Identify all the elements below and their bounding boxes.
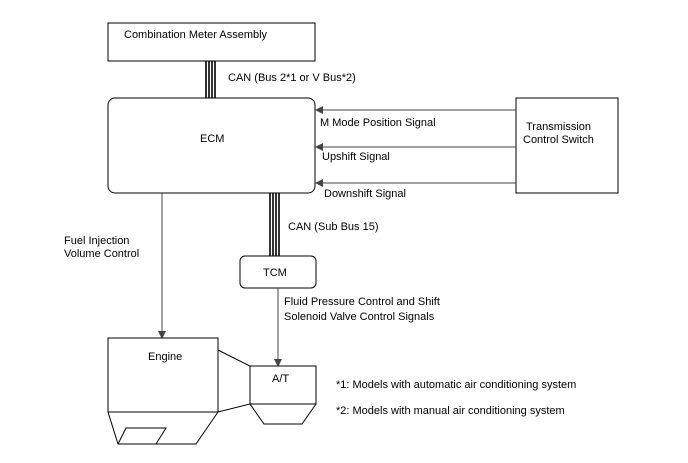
- downshift-signal-label: Downshift Signal: [324, 188, 406, 200]
- footnote-1: *1: Models with automatic air conditioni…: [336, 379, 576, 391]
- can-sub-bus-label: CAN (Sub Bus 15): [288, 221, 378, 233]
- tcm-label: TCM: [263, 267, 287, 279]
- ecm-label: ECM: [200, 133, 224, 145]
- upshift-signal-label: Upshift Signal: [322, 151, 390, 163]
- m-mode-signal-label: M Mode Position Signal: [320, 117, 436, 129]
- can-main-bus-label: CAN (Bus 2*1 or V Bus*2): [228, 72, 356, 84]
- fluid-pressure-label-line1: Fluid Pressure Control and Shift: [284, 296, 440, 308]
- ecm-block: ECM: [107, 97, 316, 194]
- combination-meter-label: Combination Meter Assembly: [124, 29, 268, 41]
- can-main-bus: [205, 61, 216, 98]
- tcm-block: TCM: [239, 255, 317, 289]
- transmission-switch-label-line1: Transmission: [526, 121, 591, 133]
- fuel-injection-label-line2: Volume Control: [64, 248, 139, 260]
- engine-block: Engine: [107, 337, 219, 445]
- footnote-2: *2: Models with manual air conditioning …: [336, 405, 565, 417]
- at-block: A/T: [249, 365, 317, 425]
- can-sub-bus: [269, 193, 280, 256]
- transmission-control-switch-block: Transmission Control Switch: [515, 97, 619, 194]
- at-label: A/T: [272, 373, 289, 385]
- fuel-injection-label-line1: Fuel Injection: [64, 235, 129, 247]
- bell-housing-shape: [217, 349, 251, 413]
- fluid-pressure-label-line2: Solenoid Valve Control Signals: [284, 311, 435, 323]
- transmission-switch-label-line2: Control Switch: [523, 134, 594, 146]
- combination-meter-block: Combination Meter Assembly: [107, 22, 316, 62]
- engine-label: Engine: [148, 351, 182, 363]
